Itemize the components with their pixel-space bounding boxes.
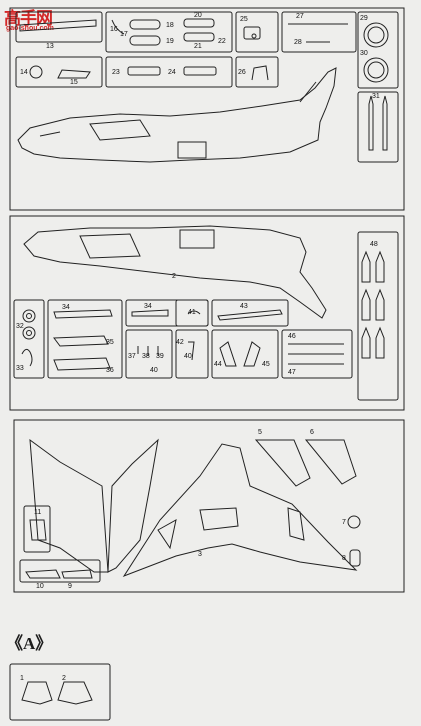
label-32: 32 [16, 323, 24, 330]
label-28: 28 [294, 39, 302, 46]
part-15 [57, 69, 91, 79]
watermark-site: gao-shou.com [6, 25, 54, 32]
label-35: 35 [106, 339, 114, 346]
label-a-2: 2 [62, 675, 66, 682]
label-43: 43 [240, 303, 248, 310]
wing-3 [122, 443, 358, 578]
sprue-a-frame [9, 663, 111, 721]
label-40b: 40 [184, 353, 192, 360]
sprue-3-frame [13, 419, 405, 593]
label-31: 31 [372, 93, 380, 100]
label-37: 37 [128, 353, 136, 360]
label-a-1: 1 [20, 675, 24, 682]
label-8: 8 [342, 555, 346, 562]
label-26: 26 [238, 69, 246, 76]
label-14: 14 [20, 69, 28, 76]
label-13: 13 [46, 43, 54, 50]
box-32-33 [13, 299, 45, 379]
label-16: 16 [110, 26, 118, 33]
box-26 [235, 56, 279, 88]
fuselage-half-2 [23, 225, 327, 319]
label-9: 9 [68, 583, 72, 590]
label-40a: 40 [150, 367, 158, 374]
label-22: 22 [218, 38, 226, 45]
label-24: 24 [168, 69, 176, 76]
part-5 [254, 439, 311, 487]
label-15: 15 [70, 79, 78, 86]
label-47: 47 [288, 369, 296, 376]
label-27: 27 [296, 13, 304, 20]
box-14-15 [15, 56, 103, 88]
box-27-28 [281, 11, 357, 53]
label-23: 23 [112, 69, 120, 76]
box-25 [235, 11, 279, 53]
label-29: 29 [360, 15, 368, 22]
label-38: 38 [142, 353, 150, 360]
part-13 [19, 19, 97, 32]
sprue-2-frame [9, 215, 405, 411]
label-34a: 34 [62, 304, 70, 311]
box-42-40 [175, 329, 209, 379]
box-13 [15, 11, 103, 43]
box-23-24 [105, 56, 233, 88]
label-21: 21 [194, 43, 202, 50]
label-17: 17 [120, 31, 128, 38]
part-30 [363, 57, 389, 83]
box-11 [23, 505, 51, 553]
part-14 [29, 65, 43, 79]
label-41: 41 [188, 309, 196, 316]
part-31 [368, 95, 374, 151]
label-25: 25 [240, 16, 248, 23]
section-a-label: 《A》 [6, 634, 53, 653]
label-44: 44 [214, 361, 222, 368]
label-7: 7 [342, 519, 346, 526]
part-2 [57, 681, 93, 705]
box-16-22 [105, 11, 233, 53]
label-19: 19 [166, 38, 174, 45]
sprue-1-frame [9, 7, 405, 211]
part-48 [361, 250, 371, 283]
label-5: 5 [258, 429, 262, 436]
box-43 [211, 299, 289, 327]
label-39: 39 [156, 353, 164, 360]
stabilizer-right [107, 438, 159, 573]
stabilizer-left [29, 438, 109, 573]
part-1 [21, 681, 53, 705]
label-10: 10 [36, 583, 44, 590]
label-46: 46 [288, 333, 296, 340]
box-34-36 [47, 299, 123, 379]
box-10-9 [19, 559, 101, 583]
part-29 [363, 22, 389, 48]
box-44-45 [211, 329, 279, 379]
box-29-30 [357, 11, 399, 89]
label-45: 45 [262, 361, 270, 368]
box-48 [357, 231, 399, 401]
label-2: 2 [172, 273, 176, 280]
label-3: 3 [198, 551, 202, 558]
label-48: 48 [370, 241, 378, 248]
label-42: 42 [176, 339, 184, 346]
part-6 [304, 439, 357, 485]
box-46-47 [281, 329, 353, 379]
label-18: 18 [166, 22, 174, 29]
label-11: 11 [34, 509, 41, 516]
label-30: 30 [360, 50, 368, 57]
label-20: 20 [194, 12, 202, 19]
label-36: 36 [106, 367, 114, 374]
label-34b: 34 [144, 303, 152, 310]
label-6: 6 [310, 429, 314, 436]
fuselage-half-1 [17, 67, 337, 163]
box-41 [175, 299, 209, 327]
label-33: 33 [16, 365, 24, 372]
box-37-40 [125, 329, 173, 379]
box-31 [357, 91, 399, 163]
